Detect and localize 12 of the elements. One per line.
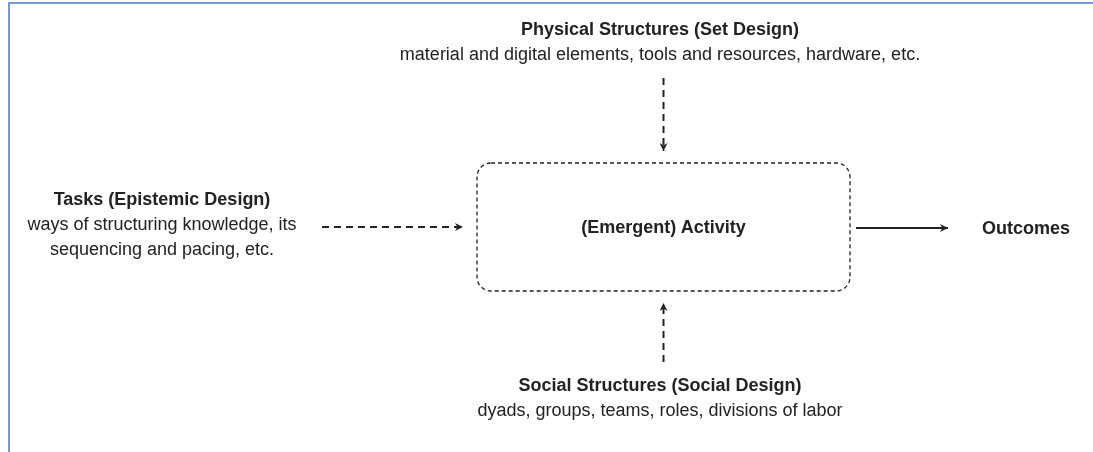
arrow xyxy=(659,302,668,363)
heading: Physical Structures (Set Design) xyxy=(519,18,801,41)
heading: (Emergent) Activity xyxy=(580,215,747,239)
description: ways of structuring knowledge, its sequencing and pacing, etc. xyxy=(26,212,298,261)
description: material and digital elements, tools and resources, hardware, etc. xyxy=(398,43,922,66)
arrow xyxy=(321,223,464,231)
arrow xyxy=(659,77,668,152)
heading: Social Structures (Social Design) xyxy=(517,374,803,397)
heading: Outcomes xyxy=(981,216,1071,240)
arrow xyxy=(855,224,949,232)
description: dyads, groups, teams, roles, divisions of labor xyxy=(476,399,844,422)
heading: Tasks (Epistemic Design) xyxy=(52,187,272,211)
